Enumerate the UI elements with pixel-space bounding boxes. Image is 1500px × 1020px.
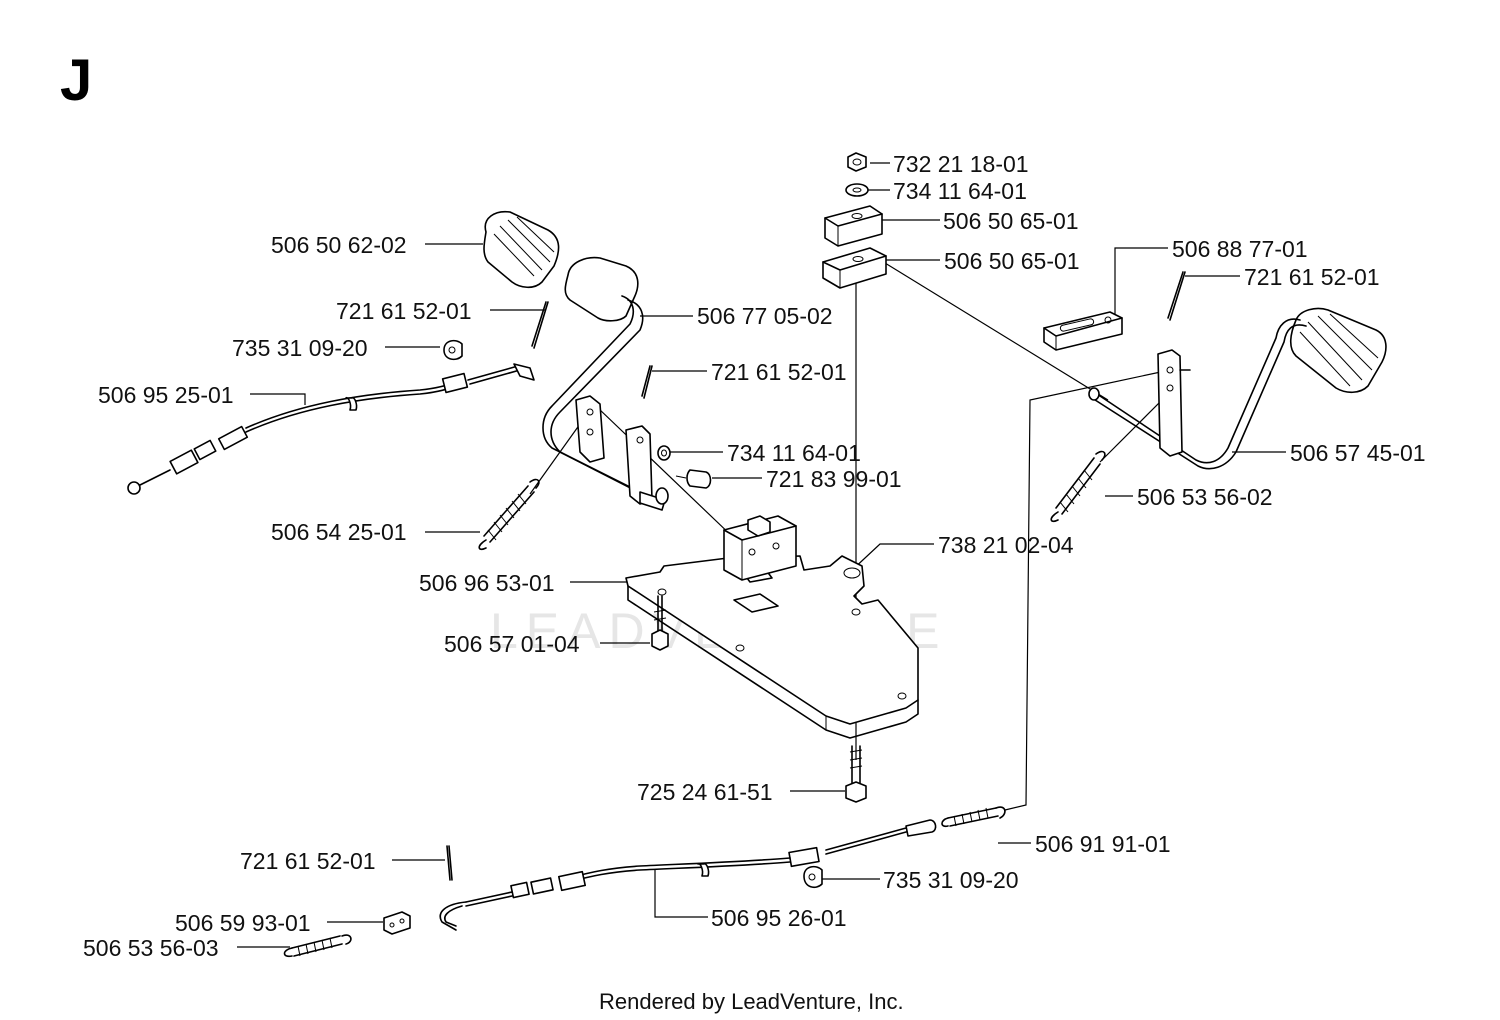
part-label-506-53-56-02: 506 53 56-02 xyxy=(1137,484,1273,510)
part-label-734-11-64-01: 734 11 64-01 xyxy=(893,178,1027,204)
part-label-721-61-52-01: 721 61 52-01 xyxy=(1244,264,1380,290)
part-label-732-21-18-01: 732 21 18-01 xyxy=(893,151,1029,177)
part-label-721-61-52-01: 721 61 52-01 xyxy=(711,359,847,385)
plate-bolt-shape xyxy=(651,595,669,651)
part-label-506-50-65-01: 506 50 65-01 xyxy=(944,248,1080,274)
part-label-735-31-09-20: 735 31 09-20 xyxy=(232,335,368,361)
clip-upper-shape xyxy=(443,339,463,361)
part-labels: 732 21 18-01 734 11 64-01 506 50 65-01 5… xyxy=(83,151,1426,961)
left-spring-shape xyxy=(478,478,540,551)
part-label-506-59-93-01: 506 59 93-01 xyxy=(175,910,311,936)
lower-cable-shape xyxy=(439,827,907,931)
part-label-506-88-77-01: 506 88 77-01 xyxy=(1172,236,1308,262)
part-label-721-61-52-01: 721 61 52-01 xyxy=(336,298,472,324)
center-washer-shape xyxy=(657,445,671,461)
part-label-506-50-62-02: 506 50 62-02 xyxy=(271,232,407,258)
part-label-506-95-25-01: 506 95 25-01 xyxy=(98,382,234,408)
long-bolt-shape xyxy=(845,745,867,803)
lever-bracket-shape xyxy=(625,425,669,511)
part-label-506-95-26-01: 506 95 26-01 xyxy=(711,905,847,931)
part-label-506-77-05-02: 506 77 05-02 xyxy=(697,303,833,329)
part-label-738-21-02-04: 738 21 02-04 xyxy=(938,532,1074,558)
part-label-506-57-45-01: 506 57 45-01 xyxy=(1290,440,1426,466)
part-label-506-54-25-01: 506 54 25-01 xyxy=(271,519,407,545)
clip-lower-shape xyxy=(803,865,823,889)
left-pedal-arm-shape xyxy=(542,256,647,497)
right-spring-shape xyxy=(1050,450,1106,523)
cotter-pin-shapes xyxy=(446,271,1186,881)
slotted-plate-shape xyxy=(1043,311,1123,351)
footer-credit: Rendered by LeadVenture, Inc. xyxy=(599,989,904,1014)
part-label-506-50-65-01: 506 50 65-01 xyxy=(943,208,1079,234)
washer-shape xyxy=(845,183,869,197)
part-label-735-31-09-20: 735 31 09-20 xyxy=(883,867,1019,893)
part-label-506-96-53-01: 506 96 53-01 xyxy=(419,570,555,596)
part-label-721-61-52-01: 721 61 52-01 xyxy=(240,848,376,874)
part-label-506-91-91-01: 506 91 91-01 xyxy=(1035,831,1171,857)
clamp-block-upper-shape xyxy=(824,205,883,247)
right-pedal-shape xyxy=(1088,307,1387,470)
upper-cable-shape xyxy=(127,363,535,495)
lower-left-spring-shape xyxy=(283,934,352,958)
part-label-506-57-01-04: 506 57 01-04 xyxy=(444,631,580,657)
part-label-721-83-99-01: 721 83 99-01 xyxy=(766,466,902,492)
rear-spring-shape xyxy=(905,806,1006,837)
leader-lines xyxy=(237,162,1286,948)
section-letter: J xyxy=(60,48,92,113)
mounting-plate-shape xyxy=(625,515,919,739)
clamp-block-lower-shape xyxy=(822,247,887,289)
part-label-506-53-56-03: 506 53 56-03 xyxy=(83,935,219,961)
nut-shape xyxy=(847,152,867,172)
part-label-734-11-64-01: 734 11 64-01 xyxy=(727,440,861,466)
left-pedal-pad-shape xyxy=(483,210,560,289)
part-label-725-24-61-51: 725 24 61-51 xyxy=(637,779,773,805)
small-bracket-shape xyxy=(383,911,411,935)
shoulder-bolt-shape xyxy=(675,469,712,489)
